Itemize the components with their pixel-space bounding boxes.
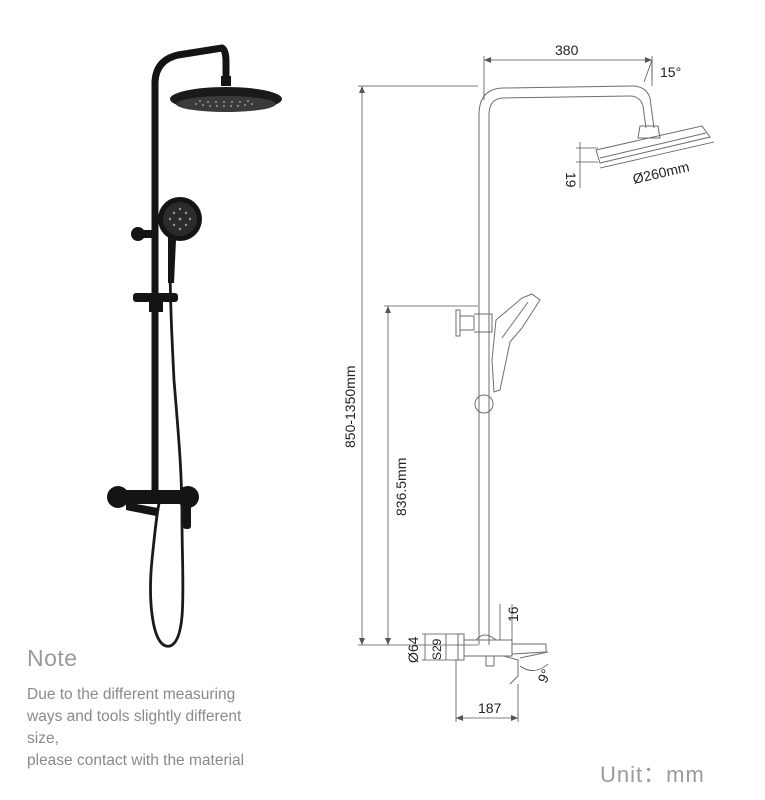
dim-spout-thickness: 16: [505, 606, 521, 622]
shower-product-image: [107, 44, 282, 648]
dim-holder-height: 836.5mm: [393, 458, 409, 516]
shower-arm: [151, 44, 230, 86]
slider-holder: [133, 293, 178, 302]
note-line: size,: [27, 730, 59, 747]
unit-label: Unit：mm: [600, 762, 705, 787]
drawing-hand-shower: [491, 293, 541, 393]
dim-mixer-body: Ø64: [405, 636, 421, 663]
note-title: Note: [27, 645, 78, 671]
note-line: please contact with the material: [27, 752, 245, 769]
dimension-lines: [358, 56, 715, 722]
mixer-valve: [107, 486, 199, 529]
drawing-holder: [474, 394, 494, 414]
dim-spout-angle: 9°: [534, 666, 554, 685]
hand-shower: [158, 197, 202, 283]
drawing-mixer: [457, 633, 465, 661]
drawing-wall-bracket: [455, 309, 461, 337]
dim-head-tilt: 15°: [660, 64, 681, 80]
dim-total-height: 850-1350mm: [342, 366, 358, 449]
drawing-rain-head: [595, 125, 711, 164]
rain-head-nozzles: [194, 99, 254, 108]
head-connector: [221, 76, 231, 86]
shower-hose: [149, 254, 185, 648]
dimension-arrows: [359, 57, 652, 721]
note-body: Due to the different measuring ways and …: [27, 684, 312, 772]
dim-head-thickness: 19: [563, 172, 579, 188]
dim-arm-reach: 380: [555, 42, 579, 58]
note-line: ways and tools slightly different: [27, 708, 242, 725]
dim-spout-reach: 187: [478, 700, 502, 716]
dim-head-diameter: Ø260mm: [631, 158, 691, 187]
dim-inlet-spacing: S29: [430, 638, 444, 660]
technical-drawing: [455, 85, 711, 685]
drawing-riser: [478, 85, 655, 645]
note-line: Due to the different measuring: [27, 686, 236, 703]
